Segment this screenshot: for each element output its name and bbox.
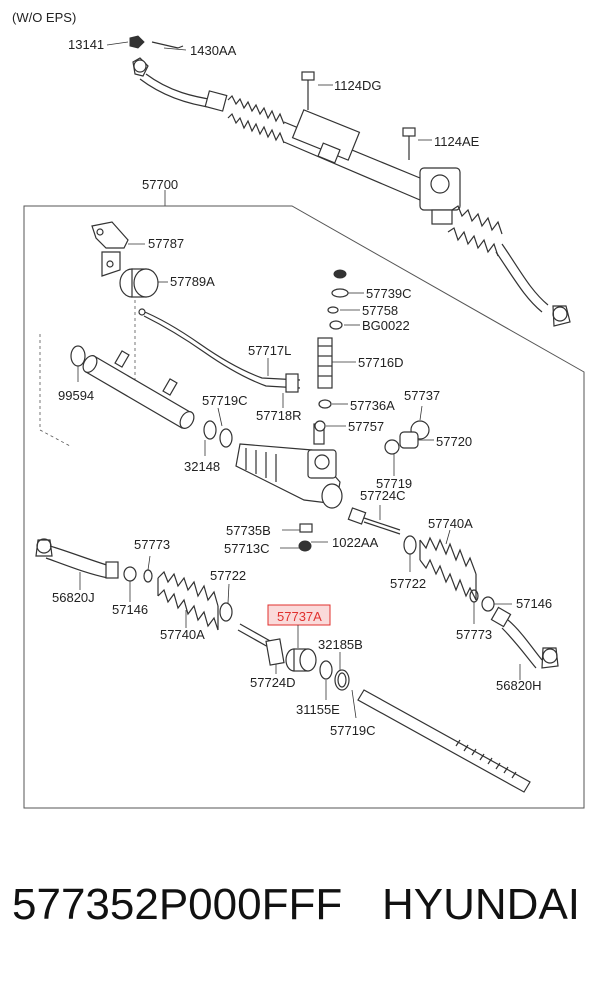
inner-rod-right	[347, 507, 401, 535]
nut-57146-right	[481, 596, 495, 612]
highlight-box-57737A	[267, 604, 331, 626]
ring-57719C-top	[219, 428, 233, 448]
cap-57720	[399, 431, 419, 449]
part-number: 577352P000FFF	[12, 880, 343, 929]
feed-tubes	[138, 308, 301, 393]
label-57739C: 57739C	[366, 286, 412, 301]
label-57736A: 57736A	[350, 398, 395, 413]
gear-housing	[235, 420, 343, 509]
full-gear-assembly	[129, 35, 571, 327]
label-1022AA: 1022AA	[332, 535, 379, 550]
label-57740A-left: 57740A	[160, 627, 205, 642]
ring-31155E	[319, 660, 333, 680]
tie-rod-end-left	[35, 538, 119, 579]
label-56820H: 56820H	[496, 678, 542, 693]
label-57758: 57758	[362, 303, 398, 318]
inner-rod-left	[237, 623, 285, 666]
label-57718R: 57718R	[256, 408, 302, 423]
rack-housing-tube	[82, 350, 195, 429]
label-57787: 57787	[148, 236, 184, 251]
valve-stack	[317, 269, 349, 409]
label-57719C-bottom: 57719C	[330, 723, 376, 738]
label-1124DG: 1124DG	[334, 78, 381, 93]
label-57719C-top: 57719C	[202, 393, 248, 408]
footer: 577352P000FFF HYUNDAI	[0, 880, 600, 950]
label-31155E: 31155E	[296, 702, 340, 717]
label-99594: 99594	[58, 388, 94, 403]
label-1430AA: 1430AA	[190, 43, 237, 58]
yoke-57719	[384, 439, 400, 455]
brand-name: HYUNDAI	[382, 880, 581, 929]
label-57719: 57719	[376, 476, 412, 491]
label-57773-right: 57773	[456, 627, 492, 642]
nut-1022AA	[298, 540, 312, 552]
label-32148: 32148	[184, 459, 220, 474]
clamp-57773-left	[143, 569, 153, 583]
label-57722-left: 57722	[210, 568, 246, 583]
label-57724C: 57724C	[360, 488, 406, 503]
label-57146-left: 57146	[112, 602, 148, 617]
label-57700: 57700	[142, 177, 178, 192]
bush-57789A	[119, 268, 159, 298]
ring-32148	[203, 420, 217, 440]
label-57757: 57757	[348, 419, 384, 434]
label-57716D: 57716D	[358, 355, 404, 370]
boot-left	[157, 570, 219, 631]
label-BG0022: BG0022	[362, 318, 410, 333]
label-57724D: 57724D	[250, 675, 296, 690]
variant-note: (W/O EPS)	[12, 10, 76, 25]
label-57737: 57737	[404, 388, 440, 403]
o-ring-99594	[70, 345, 86, 367]
label-57720: 57720	[436, 434, 472, 449]
label-57737A: 57737A	[277, 609, 322, 624]
label-57735B: 57735B	[226, 523, 271, 538]
label-57146-right: 57146	[516, 596, 552, 611]
boot-right	[419, 536, 477, 601]
label-57713C: 57713C	[224, 541, 270, 556]
label-57740A-right: 57740A	[428, 516, 473, 531]
label-57717L: 57717L	[248, 343, 291, 358]
label-57722-right: 57722	[390, 576, 426, 591]
plate-57735B	[299, 523, 313, 533]
label-57773-left: 57773	[134, 537, 170, 552]
rack-bar	[357, 689, 531, 793]
steering-gear-parts-diagram: (W/O EPS)	[12, 10, 585, 809]
label-57789A: 57789A	[170, 274, 215, 289]
label-1124AE: 1124AE	[434, 134, 480, 149]
clip-57722-right	[403, 535, 417, 555]
nut-57146-left	[123, 566, 137, 582]
bracket-57787	[91, 221, 129, 277]
clip-57722-left	[219, 602, 233, 622]
ring-57719C-bottom	[334, 669, 350, 691]
label-13141: 13141	[68, 37, 104, 52]
label-32185B: 32185B	[318, 637, 363, 652]
tie-rod-end-right	[490, 606, 559, 669]
label-56820J: 56820J	[52, 590, 95, 605]
assembly-frame	[23, 205, 585, 809]
rack-bush-57737A	[285, 648, 317, 672]
